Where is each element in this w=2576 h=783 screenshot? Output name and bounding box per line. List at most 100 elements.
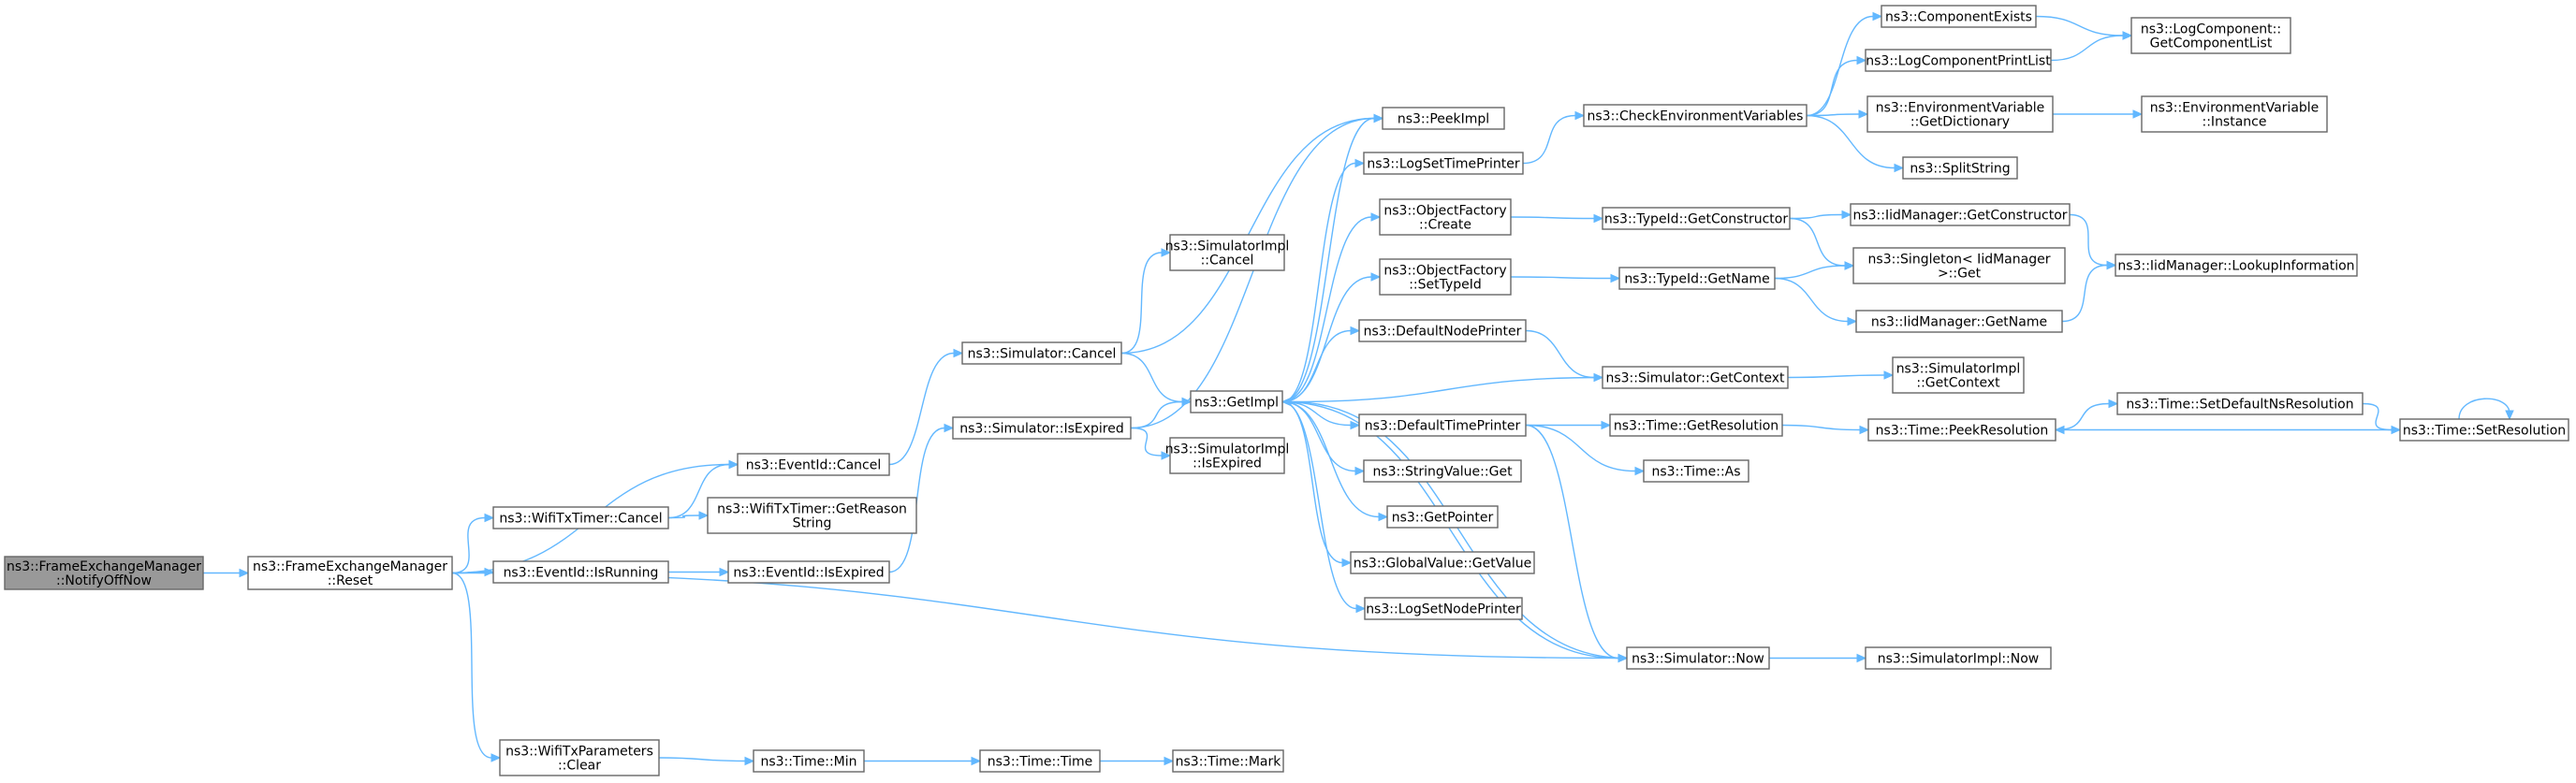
node-getImpl[interactable]: ns3::GetImpl — [1190, 390, 1283, 413]
node-simIsExpired[interactable]: ns3::Simulator::IsExpired — [952, 416, 1132, 440]
edge-timeSetResolution-to-timeSetResolution — [2458, 398, 2514, 421]
node-label: ns3::PeekImpl — [1398, 112, 1489, 127]
node-box — [2399, 418, 2569, 442]
node-label: ::Clear — [558, 759, 601, 774]
edge-iidGetName-to-iidLookup — [2061, 260, 2117, 323]
node-logSetNodePrinter[interactable]: ns3::LogSetNodePrinter — [1364, 597, 1523, 620]
node-label: ns3::ObjectFactory — [1383, 264, 1506, 279]
node-box — [1350, 551, 1535, 574]
edge-timeTime-to-timeMark — [1100, 756, 1175, 766]
node-stringValueGet[interactable]: ns3::StringValue::Get — [1363, 459, 1522, 483]
edge-envVarGetDictionary-to-envVarInstance — [2053, 109, 2144, 119]
node-eidIsRunning[interactable]: ns3::EventId::IsRunning — [492, 560, 669, 584]
node-label: ns3::Simulator::IsExpired — [959, 422, 1124, 437]
node-checkEnv[interactable]: ns3::CheckEnvironmentVariables — [1583, 104, 1808, 127]
node-globalValueGetValue[interactable]: ns3::GlobalValue::GetValue — [1350, 551, 1535, 574]
edge-simCancel-to-getImpl — [1120, 352, 1193, 407]
node-label: ns3::WifiTxTimer::GetReason — [717, 502, 907, 517]
edge-simNow-to-simImplNow — [1769, 653, 1867, 663]
node-timeSetDefaultNs[interactable]: ns3::Time::SetDefaultNsResolution — [2116, 392, 2364, 415]
node-logComponentPrintList[interactable]: ns3::LogComponentPrintList — [1865, 49, 2052, 72]
edge-logComponentPrintList-to-logCompGetList — [2050, 31, 2133, 62]
node-box — [1618, 267, 1776, 290]
node-label: ns3::EnvironmentVariable — [2150, 101, 2320, 116]
node-label: ns3::SimulatorImpl — [1165, 442, 1290, 457]
node-box — [1892, 356, 2025, 394]
node-box — [1865, 49, 2052, 72]
node-componentExists[interactable]: ns3::ComponentExists — [1881, 5, 2037, 28]
node-eidIsExpired[interactable]: ns3::EventId::IsExpired — [727, 560, 890, 584]
node-getPointer[interactable]: ns3::GetPointer — [1386, 505, 1499, 529]
node-singletonGet[interactable]: ns3::Singleton< IidManager>::Get — [1852, 247, 2066, 284]
node-label: ns3::Singleton< IidManager — [1868, 253, 2051, 268]
edge-getImpl-to-simNow — [1281, 400, 1629, 663]
node-label: ns3::Simulator::Now — [1632, 652, 1764, 667]
node-box — [4, 556, 204, 590]
node-ofSetTypeId[interactable]: ns3::ObjectFactory::SetTypeId — [1379, 258, 1512, 296]
node-label: ns3::Time::Mark — [1176, 755, 1282, 770]
node-timeSetResolution[interactable]: ns3::Time::SetResolution — [2399, 418, 2569, 442]
node-box — [1902, 156, 2018, 180]
edge-wttCancel-to-wttReason — [667, 511, 710, 520]
edge-getImpl-to-ofCreate — [1281, 212, 1382, 403]
node-simImplCancel[interactable]: ns3::SimulatorImpl::Cancel — [1165, 234, 1290, 271]
node-label: ns3::EnvironmentVariable — [1876, 101, 2045, 116]
node-timeGetResolution[interactable]: ns3::Time::GetResolution — [1609, 413, 1783, 437]
node-box — [492, 506, 669, 529]
edge-timeGetResolution-to-timePeekResolution — [1781, 424, 1870, 435]
node-peekImpl[interactable]: ns3::PeekImpl — [1382, 107, 1505, 130]
node-ofCreate[interactable]: ns3::ObjectFactory::Create — [1379, 198, 1512, 236]
node-wttCancel[interactable]: ns3::WifiTxTimer::Cancel — [492, 506, 669, 529]
node-iidGetConstructor[interactable]: ns3::IidManager::GetConstructor — [1850, 203, 2071, 226]
node-box — [1865, 646, 2052, 670]
node-simCancel[interactable]: ns3::Simulator::Cancel — [961, 341, 1122, 365]
node-reset[interactable]: ns3::FrameExchangeManager::Reset — [247, 556, 453, 590]
node-eidCancel[interactable]: ns3::EventId::Cancel — [737, 453, 890, 476]
node-simGetContext[interactable]: ns3::Simulator::GetContext — [1602, 366, 1789, 389]
node-label: ns3::Time::As — [1651, 465, 1740, 480]
node-simNow[interactable]: ns3::Simulator::Now — [1626, 646, 1770, 670]
edge-checkEnv-to-envVarGetDictionary — [1806, 109, 1869, 119]
node-box — [1358, 319, 1527, 342]
edge-simGetContext-to-simImplGetContext — [1787, 370, 1895, 380]
node-envVarInstance[interactable]: ns3::EnvironmentVariable::Instance — [2141, 95, 2328, 133]
edge-getImpl-to-peekImpl — [1281, 113, 1384, 403]
node-box — [1172, 749, 1284, 773]
node-defaultTimePrinter[interactable]: ns3::DefaultTimePrinter — [1358, 413, 1527, 437]
node-label: ::Instance — [2203, 115, 2267, 130]
node-splitString[interactable]: ns3::SplitString — [1902, 156, 2018, 180]
node-simImplIsExpired[interactable]: ns3::SimulatorImpl::IsExpired — [1165, 437, 1290, 474]
node-label: ns3::LogComponent:: — [2141, 22, 2281, 37]
node-label: ns3::LogSetNodePrinter — [1366, 602, 1521, 617]
node-iidLookup[interactable]: ns3::IidManager::LookupInformation — [2115, 254, 2358, 277]
node-logSetTimePrinter[interactable]: ns3::LogSetTimePrinter — [1363, 152, 1524, 175]
node-timeMin[interactable]: ns3::Time::Min — [753, 749, 865, 773]
node-simImplGetContext[interactable]: ns3::SimulatorImpl::GetContext — [1892, 356, 2025, 394]
edge-checkEnv-to-logComponentPrintList — [1806, 55, 1867, 117]
edge-ofCreate-to-typeIdGetConstructor — [1510, 213, 1604, 224]
node-defaultNodePrinter[interactable]: ns3::DefaultNodePrinter — [1358, 319, 1527, 342]
node-label: ns3::LogSetTimePrinter — [1367, 157, 1520, 172]
node-timeMark[interactable]: ns3::Time::Mark — [1172, 749, 1284, 773]
node-label: ::Cancel — [1201, 254, 1254, 268]
node-timeAs[interactable]: ns3::Time::As — [1643, 459, 1749, 483]
node-box — [1867, 418, 2056, 442]
node-timeTime[interactable]: ns3::Time::Time — [979, 749, 1101, 773]
node-simImplNow[interactable]: ns3::SimulatorImpl::Now — [1865, 646, 2052, 670]
node-box — [1609, 413, 1783, 437]
edge-getImpl-to-logSetTimePrinter — [1281, 158, 1366, 403]
node-iidGetName[interactable]: ns3::IidManager::GetName — [1855, 310, 2063, 333]
node-label: ns3::EventId::IsRunning — [504, 566, 659, 581]
node-wtpClear[interactable]: ns3::WifiTxParameters::Clear — [499, 739, 660, 776]
node-label: ns3::Time::SetResolution — [2403, 424, 2566, 439]
node-typeIdGetConstructor[interactable]: ns3::TypeId::GetConstructor — [1602, 207, 1791, 230]
node-timePeekResolution[interactable]: ns3::Time::PeekResolution — [1867, 418, 2056, 442]
edge-simNow-to-getImpl — [1281, 397, 1628, 660]
node-logCompGetList[interactable]: ns3::LogComponent::GetComponentList — [2130, 17, 2291, 54]
node-typeIdGetName[interactable]: ns3::TypeId::GetName — [1618, 267, 1776, 290]
edge-ofSetTypeId-to-typeIdGetName — [1510, 273, 1621, 283]
edge-timeSetDefaultNs-to-timeSetResolution — [2362, 402, 2402, 435]
node-envVarGetDictionary[interactable]: ns3::EnvironmentVariable::GetDictionary — [1866, 95, 2054, 133]
node-box — [2115, 254, 2358, 277]
